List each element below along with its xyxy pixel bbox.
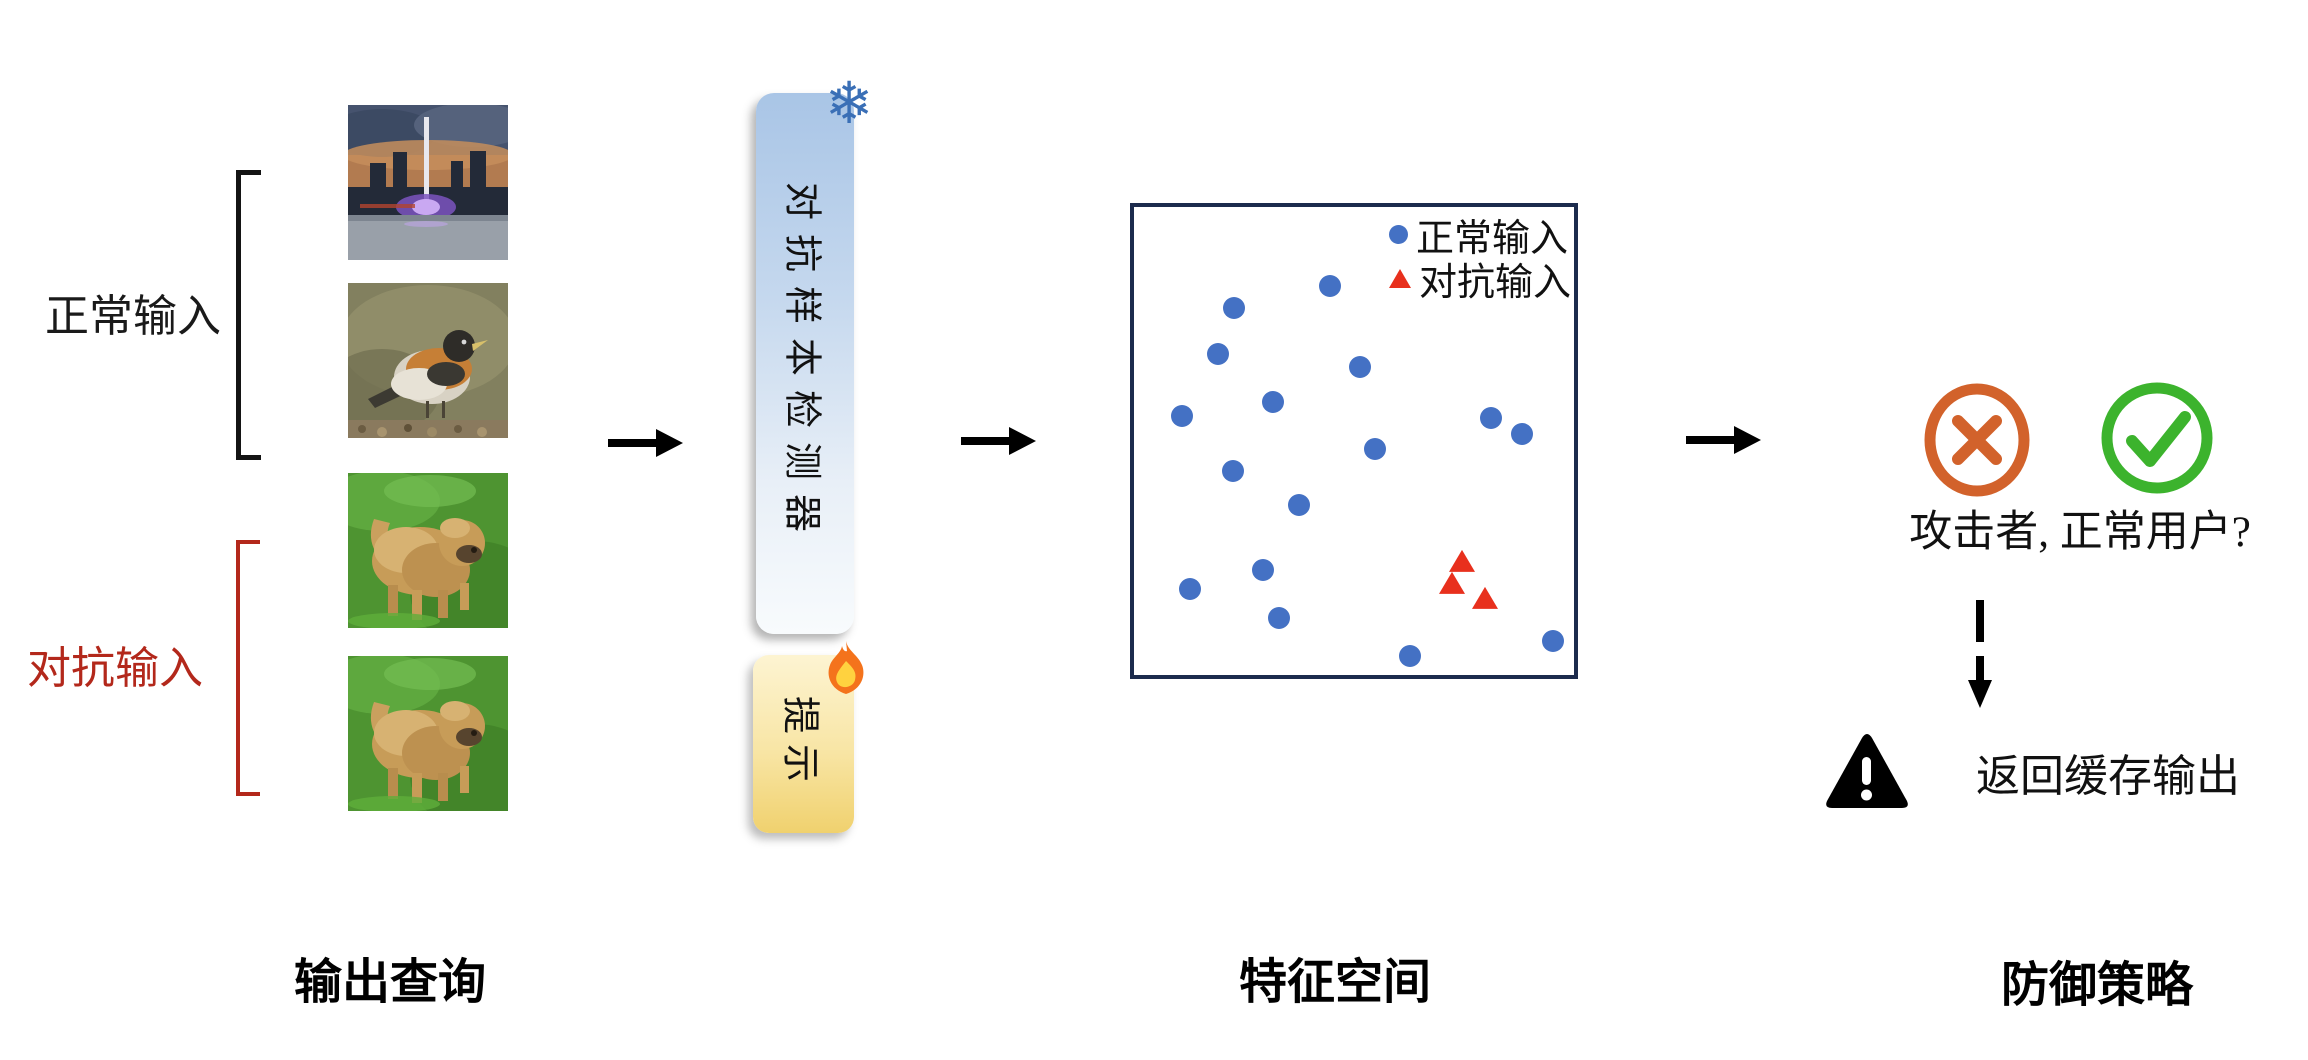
decision-question: 攻击者, 正常用户? (1909, 509, 2251, 556)
normal-point (1479, 407, 1502, 430)
cached-output-label: 返回缓存输出 (1976, 752, 2240, 801)
dog-photo-adversarial (348, 656, 508, 811)
flow-arrow-2-icon (961, 427, 1036, 455)
adversarial-input-label: 对抗输入 (27, 644, 203, 693)
prompt-label: 提示 (778, 695, 821, 793)
normal-point (1318, 275, 1341, 298)
normal-point (1398, 645, 1421, 668)
legend-row-normal: 正常输入 (1388, 213, 1571, 260)
legend-row-adversarial: 对抗输入 (1388, 257, 1571, 304)
normal-input-bracket (236, 170, 261, 460)
normal-point (1222, 459, 1244, 482)
normal-point (1364, 437, 1387, 460)
normal-point (1251, 559, 1274, 582)
detector-box (756, 93, 854, 634)
legend-label-adversarial: 对抗输入 (1418, 261, 1571, 304)
circled-cross-icon (1924, 383, 2030, 497)
normal-point (1262, 391, 1285, 414)
feature-space-panel: 正常输入 对抗输入 (1130, 203, 1578, 679)
normal-point (1349, 356, 1372, 379)
adversarial-point-icon (1388, 268, 1411, 288)
flame-icon (828, 641, 864, 694)
defense-caption: 防御策略 (2000, 959, 2194, 1012)
normal-point-icon (1388, 224, 1408, 244)
normal-point (1541, 630, 1564, 653)
scatter-legend: 正常输入 对抗输入 (1388, 213, 1571, 304)
flow-arrow-1-icon (608, 429, 683, 457)
normal-point (1511, 422, 1534, 445)
dog-photo (348, 473, 508, 628)
normal-point (1222, 297, 1245, 320)
dashed-down-arrow-icon (1968, 600, 1992, 708)
normal-point (1178, 577, 1201, 600)
adversarial-point (1472, 587, 1499, 610)
bird-photo (348, 283, 508, 438)
circled-check-icon (2101, 382, 2213, 494)
legend-label-normal: 正常输入 (1415, 217, 1568, 260)
query-caption: 输出查询 (293, 956, 487, 1009)
normal-point (1288, 494, 1310, 517)
feature-space-caption: 特征空间 (1238, 956, 1432, 1009)
detector-label: 对抗样本检测器 (780, 181, 823, 547)
adversarial-input-bracket (236, 540, 260, 796)
city-fountain-photo (348, 105, 508, 260)
flow-arrow-3-icon (1686, 426, 1761, 454)
adversarial-point (1439, 572, 1466, 595)
normal-point (1268, 606, 1291, 629)
adversarial-point (1448, 550, 1475, 573)
scatter-plot (1134, 207, 1574, 675)
warning-triangle-icon (1826, 734, 1908, 808)
normal-input-label: 正常输入 (45, 292, 221, 341)
snowflake-icon: ❄ (824, 69, 874, 137)
normal-point (1170, 405, 1193, 428)
normal-point (1207, 342, 1230, 365)
